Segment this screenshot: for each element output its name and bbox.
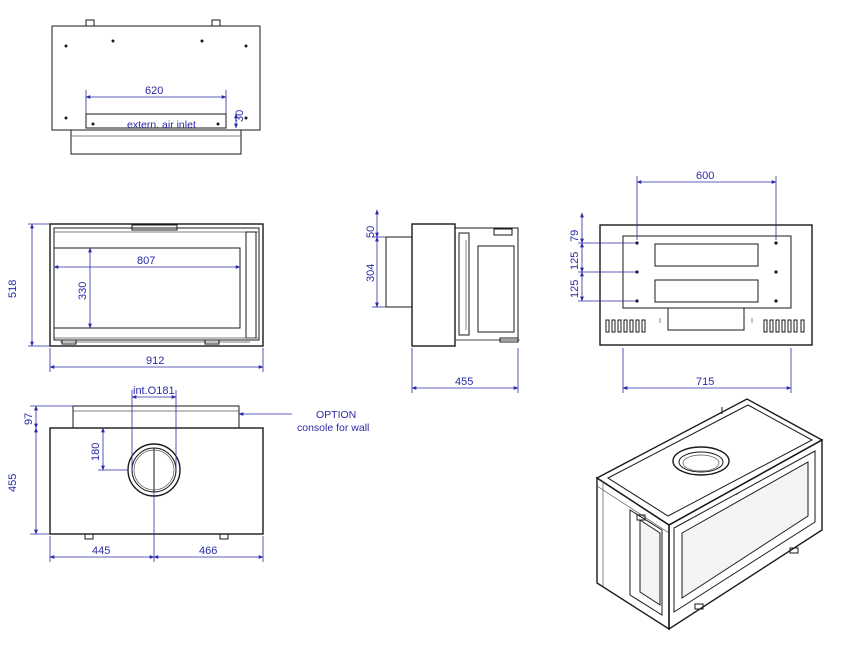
dim-79: 79 xyxy=(569,230,581,242)
isometric-view xyxy=(595,398,824,631)
dim-807: 807 xyxy=(137,255,155,267)
dim-455-side: 455 xyxy=(455,376,473,388)
dim-518: 518 xyxy=(7,280,19,298)
dim-600: 600 xyxy=(696,170,714,182)
dim-125-mid: 125 xyxy=(569,252,581,270)
dim-125-low: 125 xyxy=(569,280,581,298)
rear-view: 600 79 125 125 715 xyxy=(569,170,813,393)
vent-slots-right xyxy=(763,319,805,333)
dim-620: 620 xyxy=(145,85,163,97)
dim-912: 912 xyxy=(146,355,164,367)
top-view: 620 30 extern. air inlet xyxy=(51,19,261,155)
dim-97: 97 xyxy=(23,413,35,425)
plan-view: int.O181 180 97 455 445 466 OPTION conso… xyxy=(7,385,369,562)
dim-445: 445 xyxy=(92,545,110,557)
option-title: OPTION xyxy=(316,409,356,421)
front-view: 807 330 518 912 xyxy=(7,223,264,372)
dim-30: 30 xyxy=(234,110,246,122)
dim-304: 304 xyxy=(365,264,377,282)
dim-50: 50 xyxy=(365,226,377,238)
dim-466: 466 xyxy=(199,545,217,557)
dim-330: 330 xyxy=(77,282,89,300)
dim-455-plan: 455 xyxy=(7,474,19,492)
air-inlet-label: extern. air inlet xyxy=(127,119,196,131)
dim-180: 180 xyxy=(90,443,102,461)
vent-slots-left xyxy=(605,319,646,333)
dim-715: 715 xyxy=(696,376,714,388)
dim-flue: int.O181 xyxy=(133,385,175,397)
option-text: console for wall xyxy=(297,422,369,434)
side-view: 50 304 455 xyxy=(365,209,520,393)
